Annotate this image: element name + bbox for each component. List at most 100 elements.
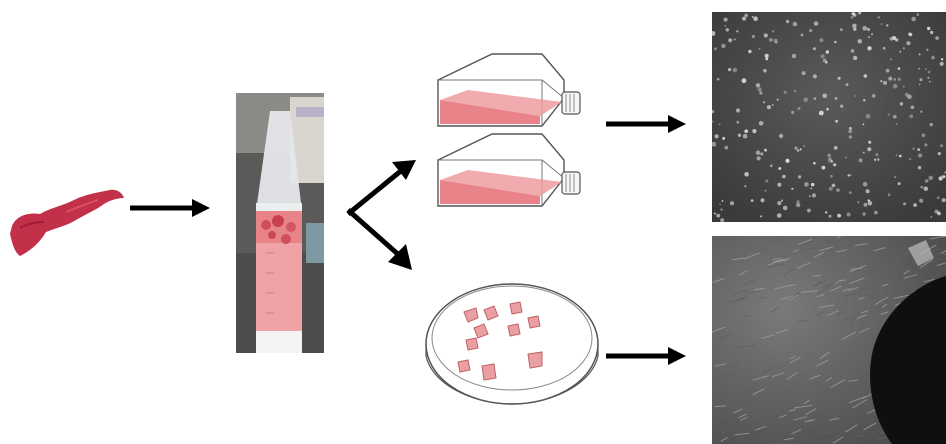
cell-dot	[797, 149, 799, 151]
cell-dot	[744, 14, 748, 18]
cell-dot	[763, 101, 765, 103]
cell-dot	[736, 30, 738, 32]
cell-dot	[855, 95, 857, 97]
cell-dot	[857, 201, 859, 203]
cell-dot	[909, 115, 913, 119]
cell-dot	[756, 150, 761, 155]
cell-dot	[899, 155, 902, 158]
cell-dot	[896, 123, 898, 125]
cell-dot	[835, 97, 838, 100]
cell-dot	[864, 74, 868, 78]
cell-dot	[942, 198, 946, 202]
cell-dot	[927, 77, 929, 79]
cell-dot	[852, 24, 857, 29]
cell-dot	[929, 176, 934, 181]
cell-dot	[866, 189, 870, 193]
cell-dot	[821, 54, 825, 58]
cell-dot	[786, 20, 789, 23]
arrow-right-icon	[604, 112, 688, 136]
cell-dot	[814, 97, 816, 99]
cell-dot	[719, 204, 721, 206]
cell-dot	[775, 41, 778, 44]
tissue-sample-icon	[6, 186, 130, 262]
cell-dot	[753, 16, 758, 21]
cell-dot	[927, 27, 930, 30]
cell-dot	[802, 71, 806, 75]
cell-dot	[909, 33, 913, 37]
cell-dot	[759, 121, 764, 126]
cell-dot	[779, 134, 783, 138]
cell-dot	[905, 93, 909, 97]
cell-dot	[722, 200, 724, 202]
cell-dot	[837, 214, 841, 218]
cell-dot	[868, 199, 870, 201]
cell-dot	[834, 146, 838, 150]
cell-dot	[925, 179, 929, 183]
cell-dot	[845, 157, 847, 159]
cell-dot	[866, 114, 871, 119]
cell-dot	[742, 17, 746, 21]
cell-dot	[867, 147, 871, 151]
cell-dot	[733, 68, 738, 73]
cell-dot	[918, 154, 922, 158]
cell-dot	[794, 147, 797, 150]
cell-dot	[760, 198, 764, 202]
cell-dot	[883, 47, 886, 50]
cell-dot	[930, 123, 933, 126]
cell-dot	[899, 51, 901, 53]
cell-dot	[913, 203, 917, 207]
cell-dot	[743, 134, 748, 139]
cell-dot	[803, 145, 805, 147]
cell-dot	[791, 111, 794, 114]
cell-dot	[777, 213, 782, 218]
cell-dot	[896, 154, 898, 156]
cell-dot	[872, 94, 876, 98]
cell-dot	[763, 69, 767, 73]
cell-dot	[874, 159, 876, 161]
cell-dot	[764, 149, 767, 152]
cell-dot	[778, 167, 781, 170]
cell-dot	[752, 129, 756, 133]
cell-dot	[893, 115, 897, 119]
cell-dot	[769, 38, 773, 42]
cell-dot	[728, 38, 732, 42]
cell-dot	[734, 39, 736, 41]
cell-dot	[924, 187, 928, 191]
cell-dot	[825, 211, 827, 213]
cell-dot	[803, 98, 808, 103]
cell-dot	[894, 176, 896, 178]
cell-dot	[909, 158, 911, 160]
cell-dot	[812, 193, 816, 197]
cell-dot	[926, 49, 928, 51]
cell-dot	[809, 29, 812, 32]
cell-dot	[851, 16, 854, 19]
cell-dot	[893, 78, 896, 81]
cell-dot	[765, 54, 769, 58]
cell-dot	[777, 201, 781, 205]
cell-dot	[898, 67, 901, 70]
cell-dot	[886, 69, 890, 73]
cell-dot	[720, 209, 722, 211]
cell-dot	[835, 120, 838, 123]
spindle-cell	[799, 375, 806, 376]
cell-dot	[912, 148, 914, 150]
cell-dot	[765, 190, 767, 192]
cell-dot	[782, 175, 786, 179]
cell-dot	[911, 17, 916, 22]
cell-dot	[840, 105, 843, 108]
cell-dot	[893, 84, 898, 89]
cell-dot	[858, 39, 862, 43]
cell-dot	[760, 153, 763, 156]
cell-dot	[825, 61, 828, 64]
cell-dot	[898, 182, 901, 185]
cell-dot	[848, 130, 852, 134]
cell-dot	[888, 77, 892, 81]
cell-dot	[849, 191, 852, 194]
cell-dot	[814, 21, 819, 26]
cell-dot	[919, 199, 923, 203]
cell-dot	[830, 175, 833, 178]
cell-dot	[900, 102, 904, 106]
cell-dot	[794, 90, 796, 92]
cell-dot	[736, 108, 739, 111]
cell-dot	[744, 185, 746, 187]
